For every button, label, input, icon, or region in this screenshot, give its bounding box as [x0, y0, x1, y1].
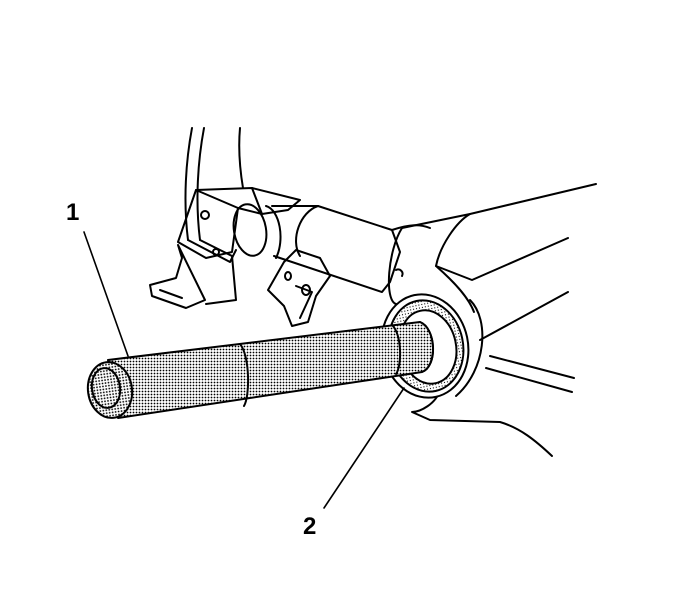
- axle-housing: [387, 183, 597, 457]
- tube-body: [271, 205, 431, 293]
- callout-label-1: 1: [66, 199, 80, 226]
- leader-line-2: [323, 387, 405, 509]
- callout-label-2: 2: [303, 513, 317, 540]
- lower-bracket: [267, 249, 331, 327]
- installer-tool: [86, 321, 435, 419]
- frame-bracket: [149, 127, 244, 309]
- clamp-housing: [177, 187, 301, 263]
- leader-line-1: [83, 231, 129, 357]
